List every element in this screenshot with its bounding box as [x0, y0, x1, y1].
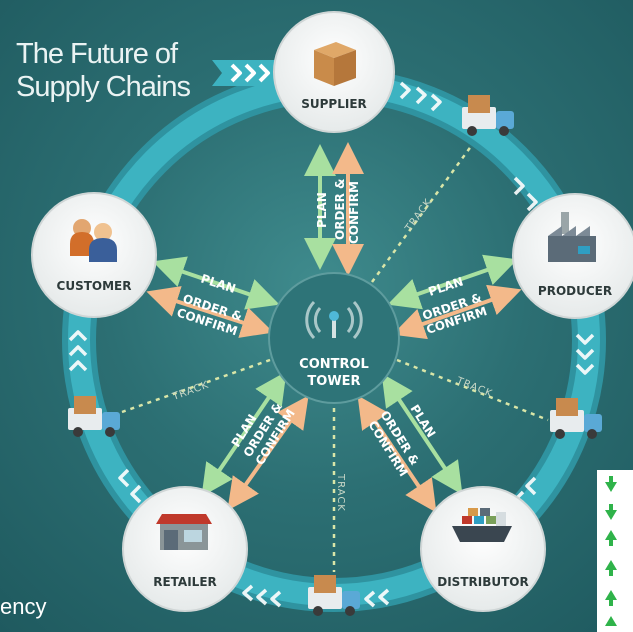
cargo-ship-icon	[452, 508, 512, 542]
page-title: The Future of Supply Chains	[16, 38, 191, 104]
order-label-supplier-1: ORDER &	[333, 179, 347, 240]
people-icon	[70, 219, 117, 262]
entry-chevrons	[230, 63, 270, 83]
plan-label-producer: PLAN	[427, 274, 465, 298]
control-tower-label-2: TOWER	[307, 374, 360, 389]
distributor-node[interactable]: DISTRIBUTOR	[420, 486, 546, 612]
cut-off-caption: ency	[0, 594, 47, 619]
producer-label: PRODUCER	[538, 284, 612, 298]
up-down-arrows-icon	[597, 470, 633, 632]
plan-label-supplier: PLAN	[315, 192, 329, 228]
store-icon	[156, 514, 212, 550]
supplier-node[interactable]: SUPPLIER	[273, 11, 395, 133]
title-line-1: The Future of	[16, 38, 178, 70]
customer-node[interactable]: CUSTOMER	[31, 192, 157, 318]
truck-icon	[68, 396, 120, 437]
truck-icon	[462, 95, 514, 136]
retailer-node[interactable]: RETAILER	[122, 486, 248, 612]
truck-icon	[308, 575, 360, 616]
radio-tower-icon	[305, 300, 363, 340]
producer-node[interactable]: PRODUCER	[512, 193, 633, 319]
box-icon	[314, 42, 356, 86]
title-line-2: Supply Chains	[16, 71, 191, 103]
truck-icon	[550, 398, 602, 439]
retailer-label: RETAILER	[153, 575, 217, 589]
supplier-label: SUPPLIER	[301, 97, 367, 111]
ring-chevrons	[68, 81, 595, 608]
track-label: TRACK	[170, 380, 210, 404]
factory-icon	[548, 212, 596, 262]
customer-label: CUSTOMER	[57, 279, 132, 293]
order-label-supplier-2: CONFIRM	[347, 181, 361, 244]
distributor-label: DISTRIBUTOR	[437, 575, 528, 589]
control-tower-label-1: CONTROL	[299, 357, 369, 372]
order-arrows	[146, 142, 522, 513]
track-label: TRACK	[403, 197, 435, 235]
plan-label-customer: PLAN	[199, 272, 237, 296]
track-label: TRACK	[454, 375, 494, 400]
track-label: TRACK	[335, 473, 346, 512]
